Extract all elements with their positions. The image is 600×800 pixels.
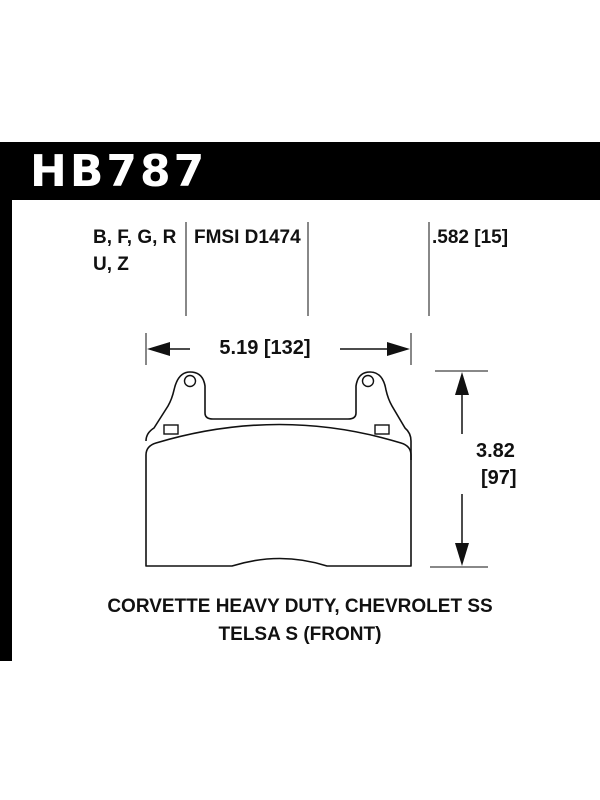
width-dimension-label: 5.19 [132] — [190, 337, 340, 360]
left-border-rule — [0, 200, 12, 661]
compounds-label-line1: B, F, G, R — [93, 227, 177, 248]
part-number: HB787 — [30, 146, 208, 197]
width-arrow-right — [387, 342, 410, 356]
height-arrow-top — [455, 372, 469, 395]
mounting-hole-right — [361, 374, 375, 388]
backing-plate-outline — [145, 371, 412, 460]
mounting-hole-left — [183, 374, 197, 388]
application-label-line1: CORVETTE HEAVY DUTY, CHEVROLET SS — [107, 596, 493, 617]
friction-material-outline — [145, 423, 412, 567]
compounds-label-line2: U, Z — [93, 254, 129, 275]
title-bar — [0, 142, 600, 200]
slot-right — [374, 424, 390, 435]
fmsi-label: FMSI D1474 — [194, 227, 301, 248]
application-label-line2: TELSA S (FRONT) — [218, 624, 382, 645]
height-arrow-bottom — [455, 543, 469, 566]
height-dimension-label-line2: [97] — [481, 467, 517, 489]
width-arrow-left — [147, 342, 170, 356]
slot-left — [163, 424, 179, 435]
thickness-label: .582 [15] — [432, 227, 509, 248]
height-dimension-label-line1: 3.82 — [476, 440, 515, 462]
